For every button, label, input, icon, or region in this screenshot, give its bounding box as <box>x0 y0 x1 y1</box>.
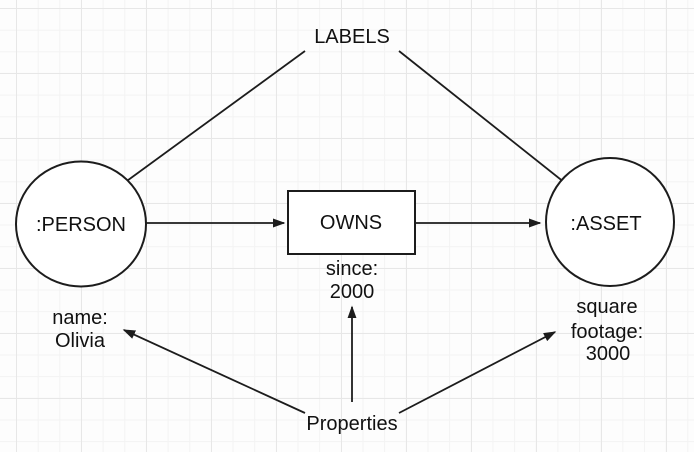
asset-property-line: 3000 <box>586 343 631 365</box>
arrow-properties-to-footage <box>398 331 557 414</box>
asset-property-line: footage: <box>571 321 643 343</box>
person-property-line: Olivia <box>55 330 106 352</box>
owns-relationship-label: OWNS <box>320 212 382 234</box>
owns-relationship-box <box>287 190 416 255</box>
owns-property-line: since: <box>326 258 378 280</box>
person-node <box>15 160 147 288</box>
person-property-line: name: <box>52 307 108 329</box>
person-node-label: :PERSON <box>36 214 126 236</box>
asset-node <box>545 157 675 287</box>
arrow-labels-to-person <box>96 50 306 203</box>
arrow-labels-to-asset <box>398 50 591 203</box>
asset-property-line: square <box>576 296 637 318</box>
properties-annotation: Properties <box>306 413 397 435</box>
asset-node-label: :ASSET <box>570 213 641 235</box>
arrow-properties-to-name <box>122 329 306 414</box>
labels-annotation: LABELS <box>314 26 390 48</box>
owns-property-line: 2000 <box>330 281 375 303</box>
